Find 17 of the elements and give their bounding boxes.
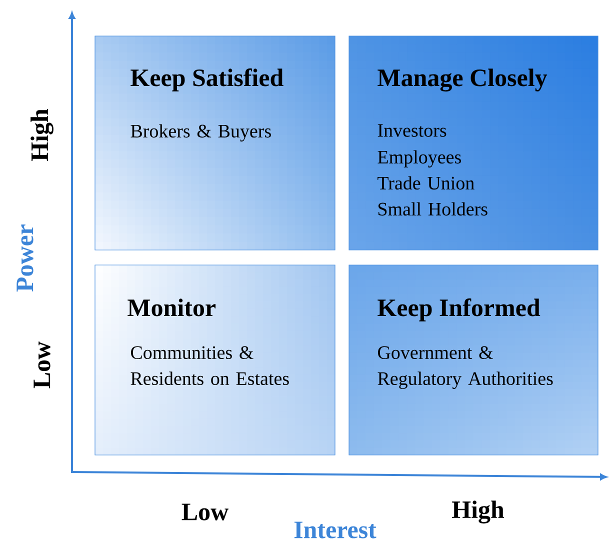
axis-label: High <box>30 108 54 161</box>
stakeholder-text: Government & Regulatory Authorities <box>378 346 553 389</box>
stakeholder-text: Small Holders <box>378 202 488 216</box>
stakeholder-text: Trade Union <box>378 176 474 190</box>
quadrant-heading: Keep Satisfied <box>130 68 284 92</box>
quadrant-heading: Manage Closely <box>378 68 548 92</box>
axis-label: Power <box>16 224 34 292</box>
stakeholder-text: Brokers & Buyers <box>130 124 271 142</box>
stakeholder-text: Investors <box>378 124 446 137</box>
stakeholder-text: Communities & Residents on Estates <box>130 346 289 386</box>
quadrant-heading: Keep Informed <box>378 298 540 322</box>
axis-label: Low <box>182 504 228 520</box>
axis-label: Low <box>34 342 50 388</box>
axis-label: Interest <box>294 522 376 538</box>
axis-label: High <box>452 500 504 524</box>
quadrant-heading: Monitor <box>128 298 216 316</box>
stakeholder-text: Employees <box>378 150 461 168</box>
